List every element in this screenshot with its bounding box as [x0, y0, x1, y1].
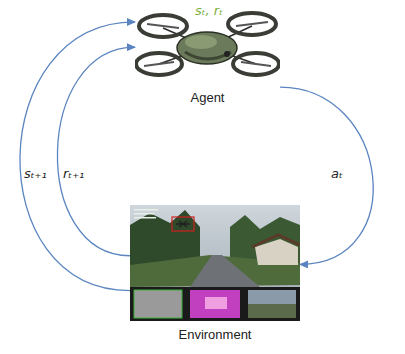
state-reward-label: sₜ, rₜ — [194, 3, 224, 19]
edge-label: aₜ — [330, 166, 344, 182]
edge-label: sₜ₊₁ — [23, 166, 48, 182]
node-label: Agent — [191, 90, 225, 105]
environment-node: Environment — [130, 205, 300, 350]
simulator-screenshot — [130, 205, 300, 321]
edge-label: rₜ₊₁ — [62, 166, 85, 182]
reward-arrow — [57, 47, 135, 256]
node-label: Environment — [179, 327, 252, 342]
state-arrow — [20, 22, 135, 291]
